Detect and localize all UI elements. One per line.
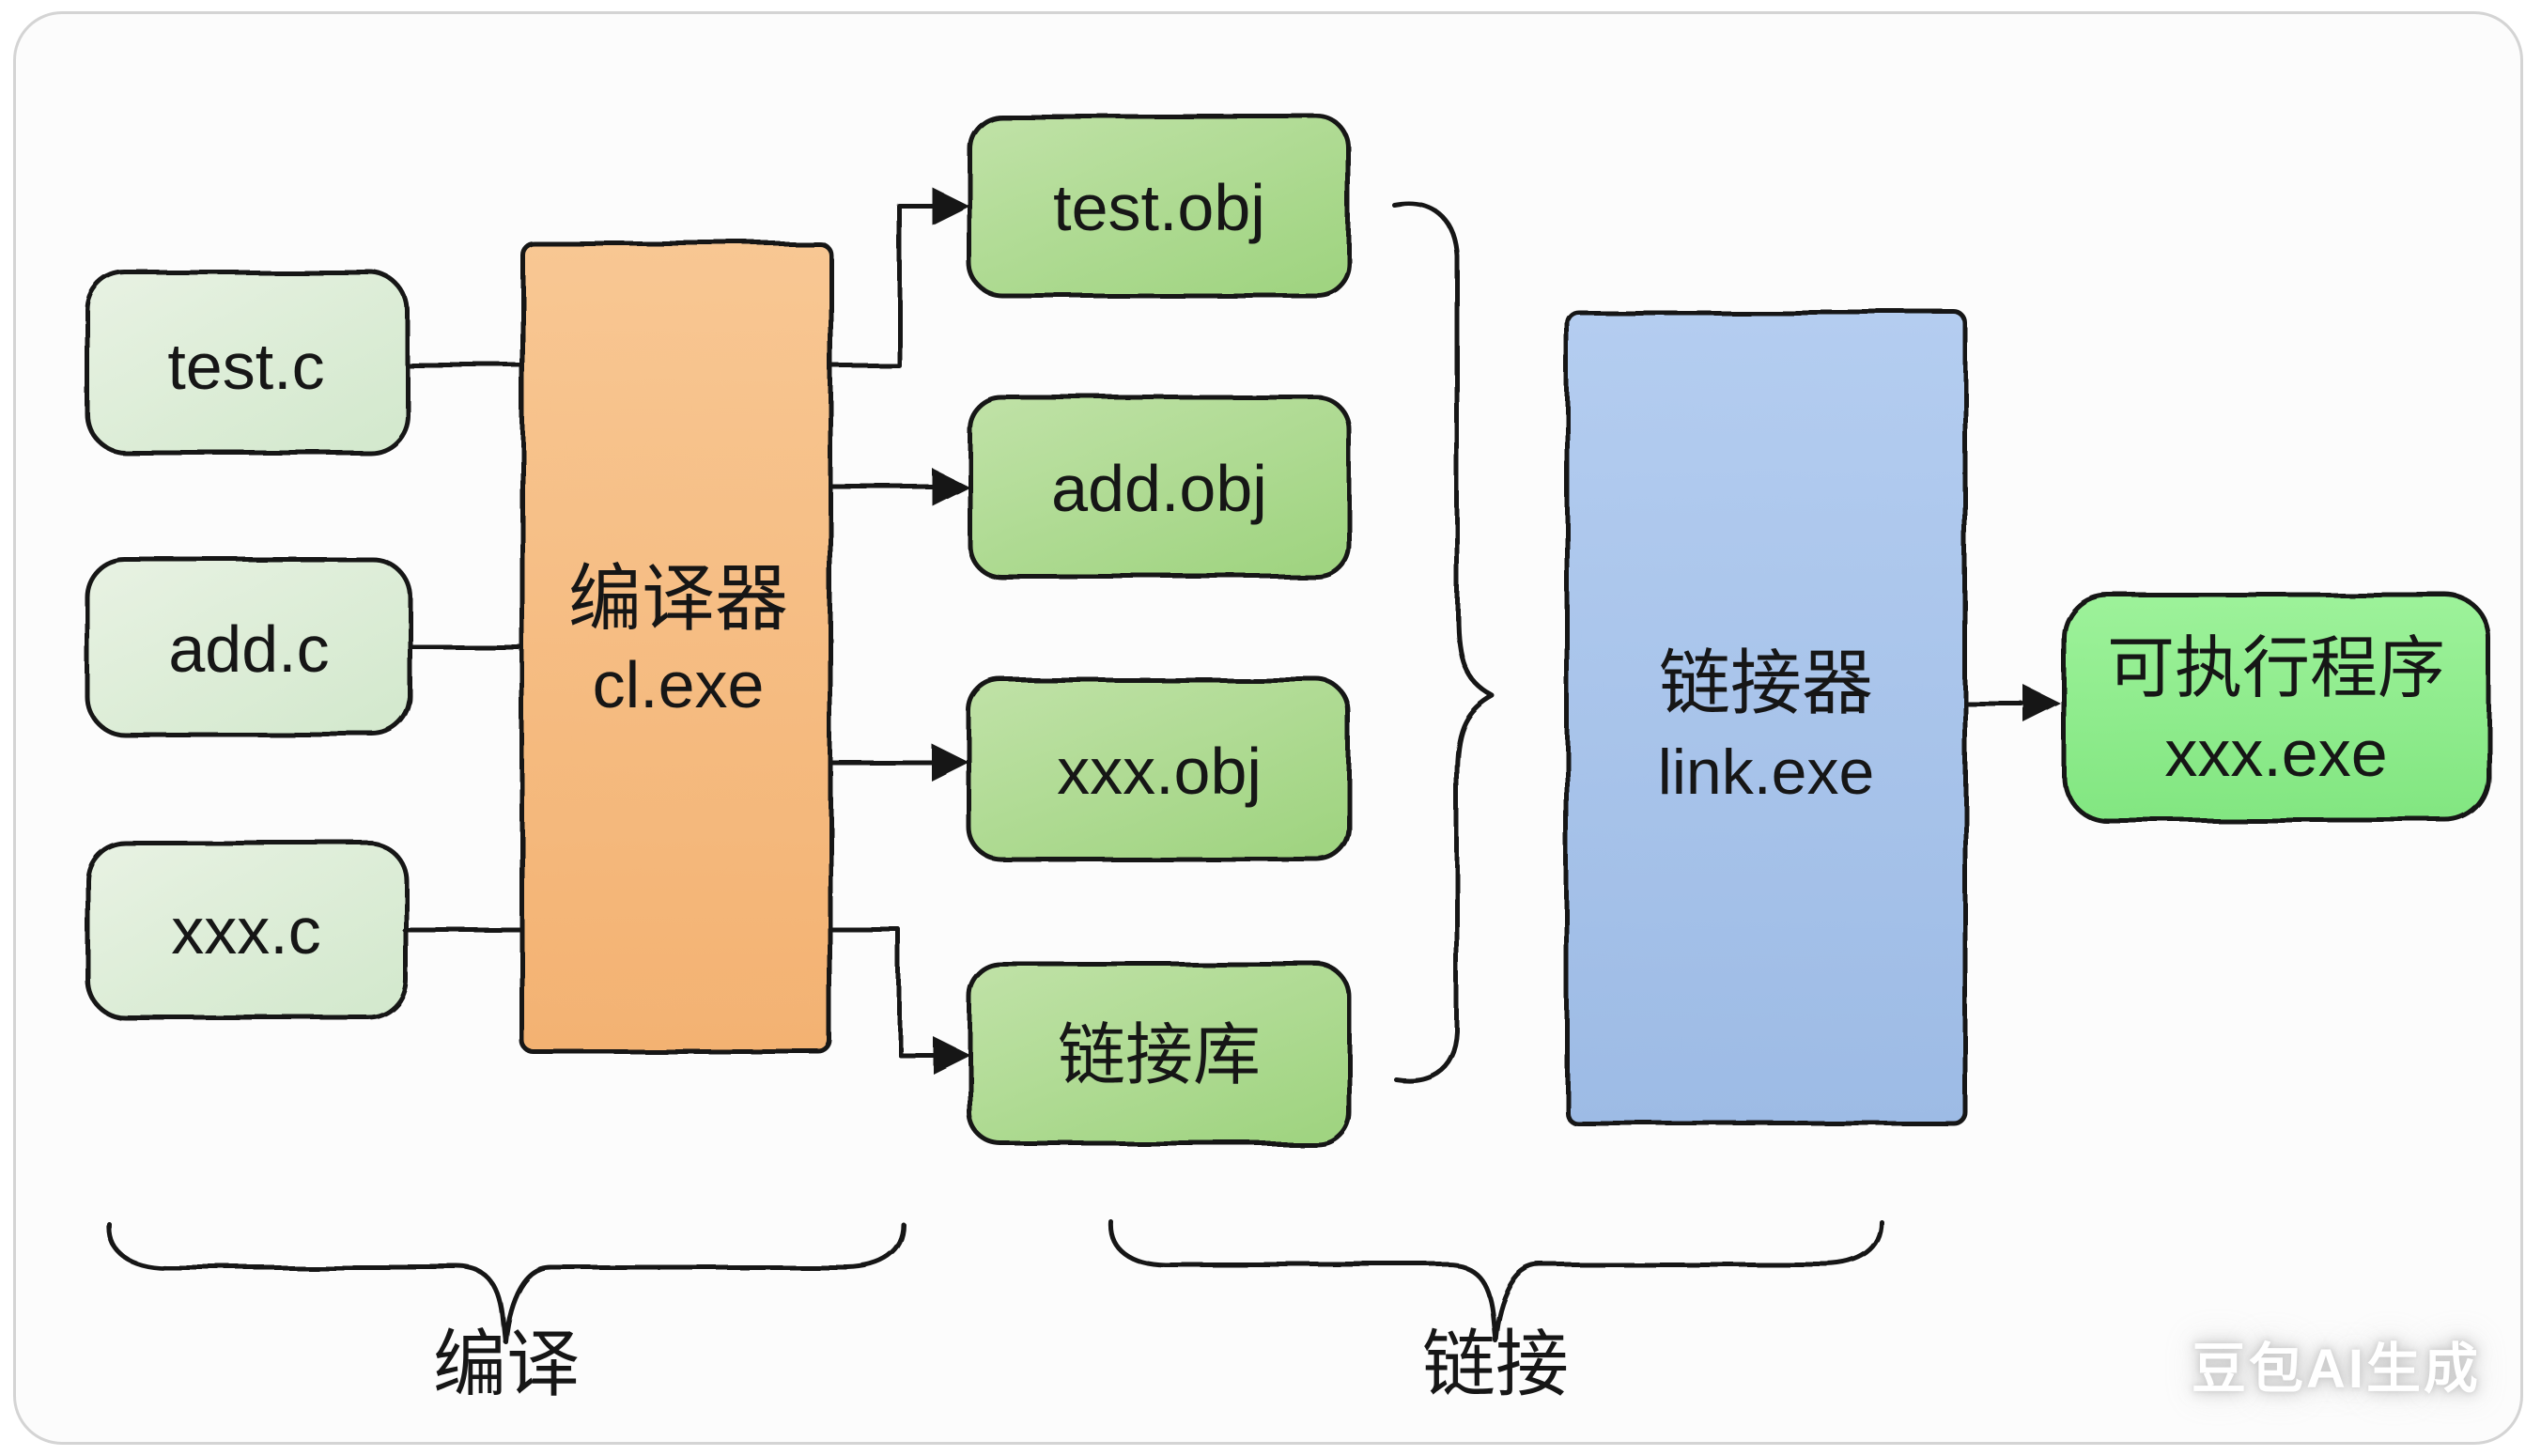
node-compiler-label-cn: 编译器 xyxy=(568,557,788,640)
node-executable-label-exe: xxx.exe xyxy=(2164,717,2387,790)
stage-label-link: 链接 xyxy=(1422,1323,1569,1405)
node-executable-box xyxy=(2061,592,2491,823)
stage-label-compile: 编译 xyxy=(433,1323,580,1405)
underbrace-link-stage xyxy=(1107,1217,1884,1342)
node-link-library-label: 链接库 xyxy=(1058,1018,1261,1093)
arrowhead-executable-icon xyxy=(2023,685,2061,722)
arrowhead-test-obj-icon xyxy=(932,187,969,225)
arrowhead-xxx-obj-icon xyxy=(932,744,969,782)
node-test-c-label: test.c xyxy=(167,330,324,403)
node-test-c-box xyxy=(85,270,410,455)
node-test-obj-label: test.obj xyxy=(1053,171,1265,244)
watermark: 豆包AI生成 xyxy=(2191,1339,2481,1400)
node-executable-label-cn: 可执行程序 xyxy=(2107,631,2445,706)
node-xxx-c-label: xxx.c xyxy=(171,894,320,968)
node-add-c-label: add.c xyxy=(168,612,329,686)
underbrace-compile-stage xyxy=(106,1221,906,1344)
node-xxx-obj-label: xxx.obj xyxy=(1057,735,1262,808)
connector-compiler-to-link-library xyxy=(828,927,937,1057)
node-add-obj-box xyxy=(967,395,1352,580)
arrowhead-link-library-icon xyxy=(932,1035,969,1073)
node-link-library-box xyxy=(967,962,1352,1147)
node-xxx-obj-box xyxy=(967,677,1352,862)
arrowhead-add-obj-icon xyxy=(932,468,969,505)
brace-linker-inputs xyxy=(1391,201,1495,1083)
node-compiler-label-exe: cl.exe xyxy=(593,648,765,721)
node-add-obj-label: add.obj xyxy=(1051,452,1267,525)
connector-compiler-to-test-obj xyxy=(828,203,937,368)
node-linker-label-cn: 链接器 xyxy=(1659,644,1873,724)
node-linker-box xyxy=(1564,309,1968,1126)
node-linker-label-exe: link.exe xyxy=(1658,736,1875,808)
